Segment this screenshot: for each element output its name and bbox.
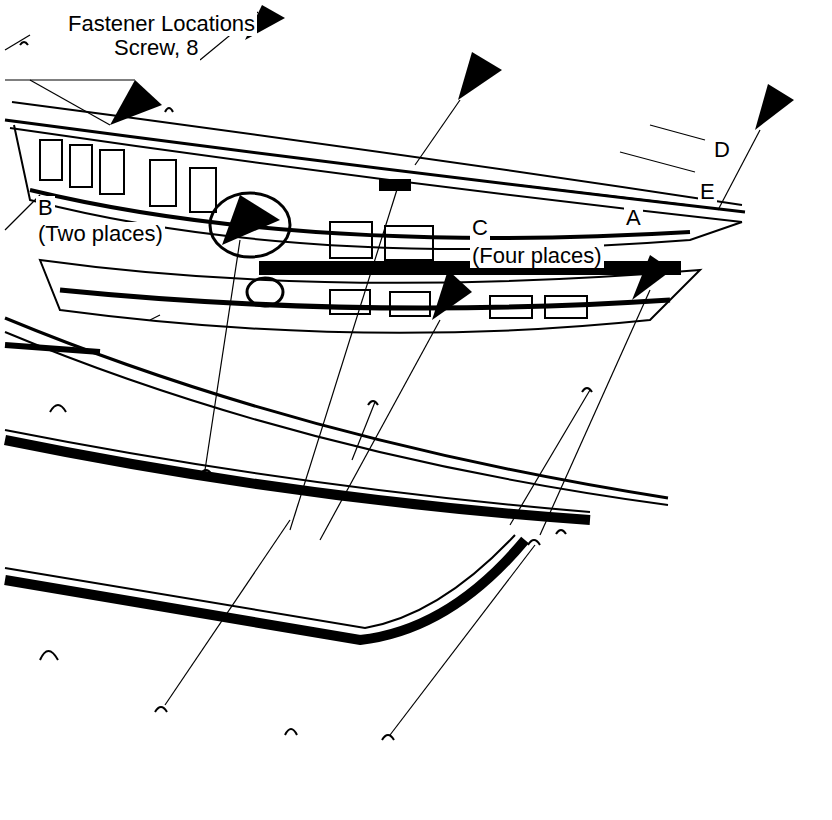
- part-name: Screw, 8: [112, 36, 200, 60]
- callout-letter: D: [712, 138, 732, 162]
- callout-letter: C: [470, 216, 490, 240]
- quantity-note: (Two places): [36, 222, 165, 246]
- quantity-note: (Four places): [470, 244, 604, 268]
- callout-letter: E: [698, 180, 717, 204]
- callout-letter: A: [624, 206, 643, 230]
- callout-letter: B: [36, 196, 55, 220]
- diagram-title: Fastener Locations: [66, 12, 257, 36]
